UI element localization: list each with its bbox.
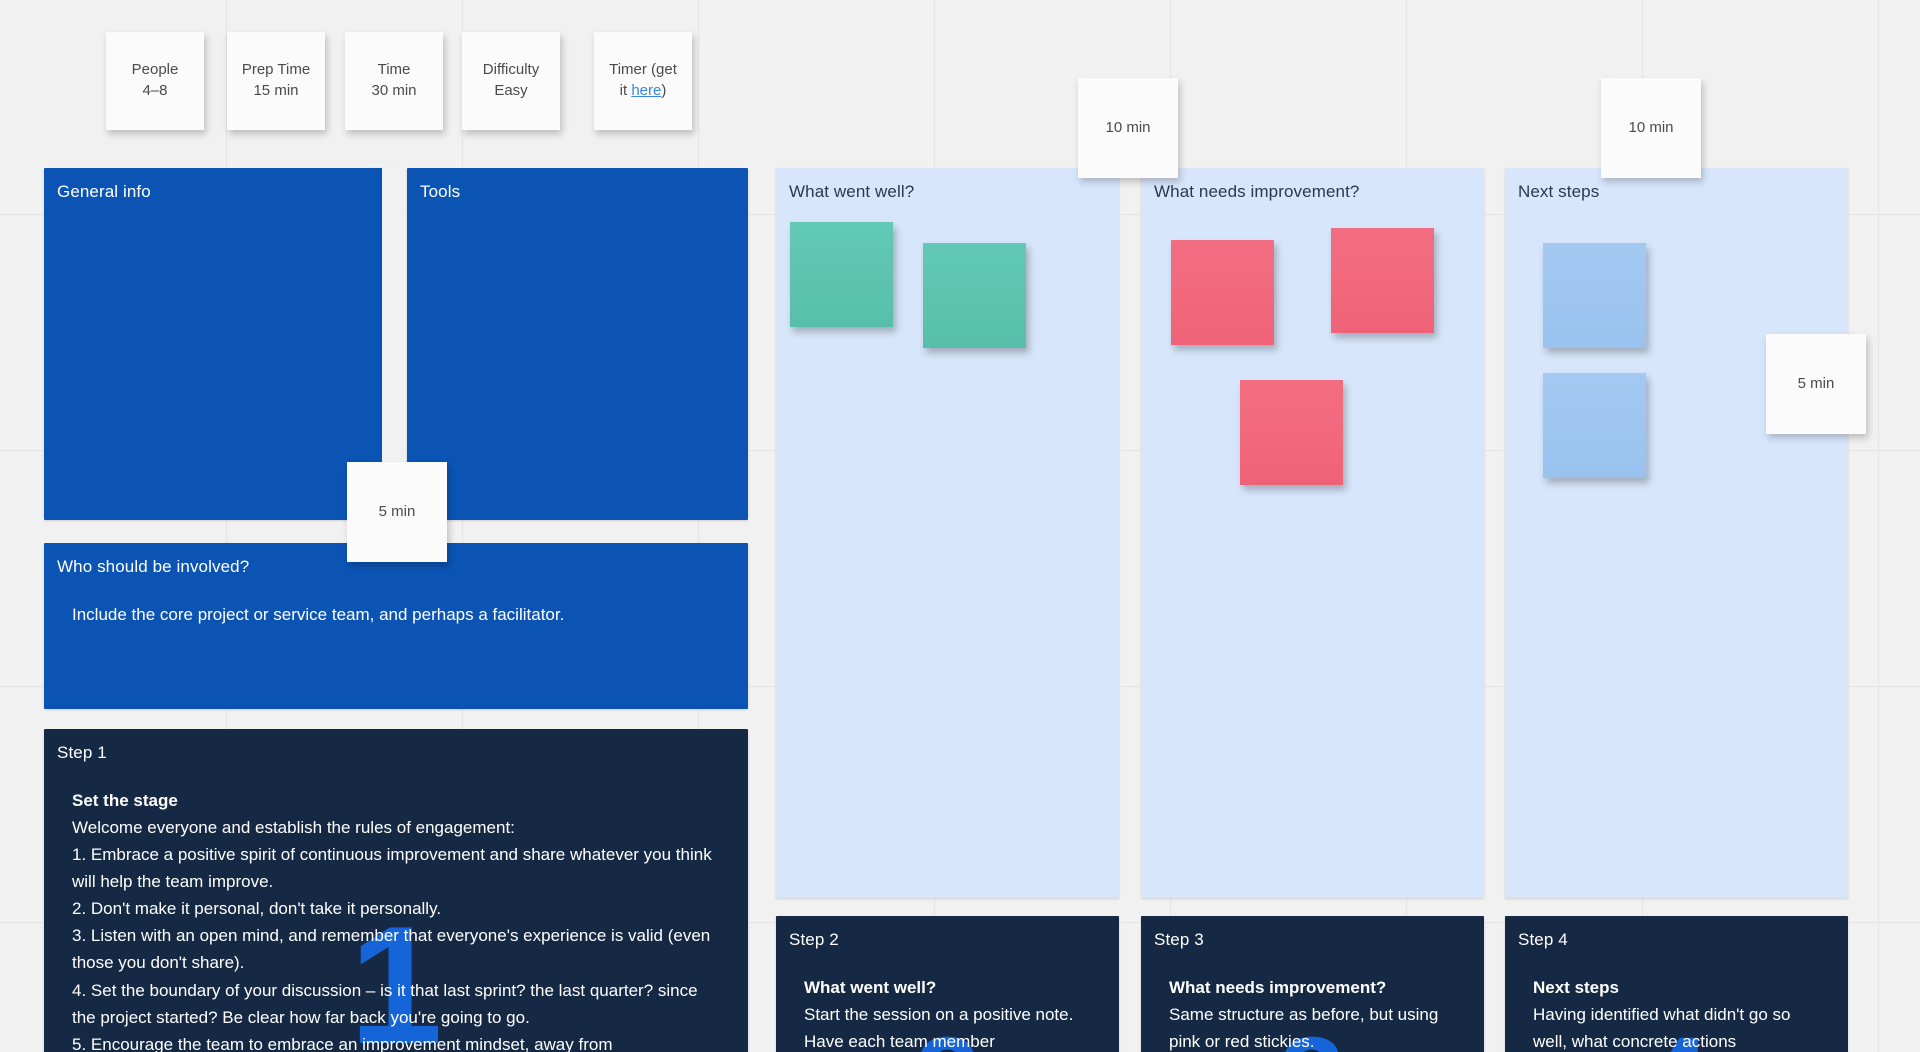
meta-card-timer[interactable]: Timer (get it here) [594,32,692,130]
panel-step-1-heading: Set the stage [72,791,178,811]
sticky-note-blue-2[interactable] [1543,373,1646,478]
panel-tools[interactable]: Tools [407,168,748,520]
panel-step-4[interactable]: Step 4 4 Next steps Having identified wh… [1505,916,1848,1052]
sticky-note-pink-3[interactable] [1240,380,1343,485]
panel-step-1-line-1: 1. Embrace a positive spirit of continuo… [72,845,712,892]
column-what-went-well-title: What went well? [789,182,915,201]
panel-step-1-line-4: 4. Set the boundary of your discussion –… [72,980,698,1027]
meta-card-timer-label: Timer (get [609,61,677,79]
panel-step-3-heading: What needs improvement? [1169,978,1387,998]
meta-card-time[interactable]: Time 30 min [345,32,443,130]
sticky-note-blue-1[interactable] [1543,243,1646,348]
panel-step-4-text: Having identified what didn't go so well… [1533,1005,1791,1052]
panel-tools-title: Tools [420,182,461,201]
panel-step-2-heading: What went well? [804,978,937,998]
panel-step-3[interactable]: Step 3 3 What needs improvement? Same st… [1141,916,1484,1052]
meta-card-people-label: People [131,61,179,79]
timer-card-next-steps[interactable]: 5 min [1766,334,1866,434]
panel-who-should-be-involved[interactable]: Who should be involved? Include the core… [44,543,748,709]
meta-card-difficulty-value: Easy [494,82,528,99]
timer-link[interactable]: here [631,82,662,99]
panel-step-1[interactable]: Step 1 1 Set the stage Welcome everyone … [44,729,748,1052]
meta-card-timer-label-2: it [619,82,632,99]
column-next-steps-title: Next steps [1518,182,1600,201]
panel-step-3-title: Step 3 [1154,930,1204,949]
panel-step-4-body: Next steps Having identified what didn't… [1505,950,1848,1052]
panel-step-2-body: What went well? Start the session on a p… [776,950,1119,1052]
timer-connector-line [382,168,405,520]
panel-general-info[interactable]: General info [44,168,398,520]
timer-card-general-info[interactable]: 5 min [347,462,447,562]
sticky-note-teal-1[interactable] [790,222,893,327]
panel-step-1-line-3: 3. Listen with an open mind, and remembe… [72,926,711,973]
timer-card-what-needs-improvement[interactable]: 10 min [1601,78,1701,178]
panel-step-2[interactable]: Step 2 2 What went well? Start the sessi… [776,916,1119,1052]
meta-card-difficulty-label: Difficulty [482,61,540,79]
panel-step-1-title: Step 1 [57,743,107,762]
meta-card-time-value: 30 min [371,82,417,99]
timer-card-next-steps-value: 5 min [1797,374,1835,392]
timer-card-general-info-value: 5 min [378,502,416,520]
panel-step-2-title: Step 2 [789,930,839,949]
panel-step-1-line-5: 5. Encourage the team to embrace an impr… [72,1034,613,1052]
meta-card-timer-label-3: ) [661,82,667,99]
timer-card-what-went-well[interactable]: 10 min [1078,78,1178,178]
panel-general-info-title: General info [57,182,151,201]
meta-card-time-label: Time [377,61,411,79]
panel-step-3-body: What needs improvement? Same structure a… [1141,950,1484,1052]
panel-step-1-body: Set the stage Welcome everyone and estab… [44,763,748,1052]
meta-card-people[interactable]: People 4–8 [106,32,204,130]
panel-step-3-text: Same structure as before, but using pink… [1169,1005,1439,1052]
panel-who-should-be-involved-title: Who should be involved? [57,557,250,576]
sticky-note-teal-2[interactable] [923,243,1026,348]
sticky-note-pink-1[interactable] [1171,240,1274,345]
timer-card-what-needs-improvement-value: 10 min [1628,118,1674,136]
meta-card-prep-time-value: 15 min [253,82,299,99]
timer-card-what-went-well-value: 10 min [1105,118,1151,136]
sticky-note-pink-2[interactable] [1331,228,1434,333]
column-what-needs-improvement-title: What needs improvement? [1154,182,1360,201]
panel-step-1-line-2: 2. Don't make it personal, don't take it… [72,899,442,919]
meta-card-difficulty[interactable]: Difficulty Easy [462,32,560,130]
panel-step-2-text: Start the session on a positive note. Ha… [804,1005,1074,1052]
panel-step-4-title: Step 4 [1518,930,1568,949]
meta-card-people-value: 4–8 [142,82,168,99]
meta-card-prep-time-label: Prep Time [241,61,311,79]
panel-step-1-line-0: Welcome everyone and establish the rules… [72,818,515,838]
panel-who-should-be-involved-body: Include the core project or service team… [72,605,565,625]
meta-card-prep-time[interactable]: Prep Time 15 min [227,32,325,130]
panel-step-4-heading: Next steps [1533,978,1619,998]
